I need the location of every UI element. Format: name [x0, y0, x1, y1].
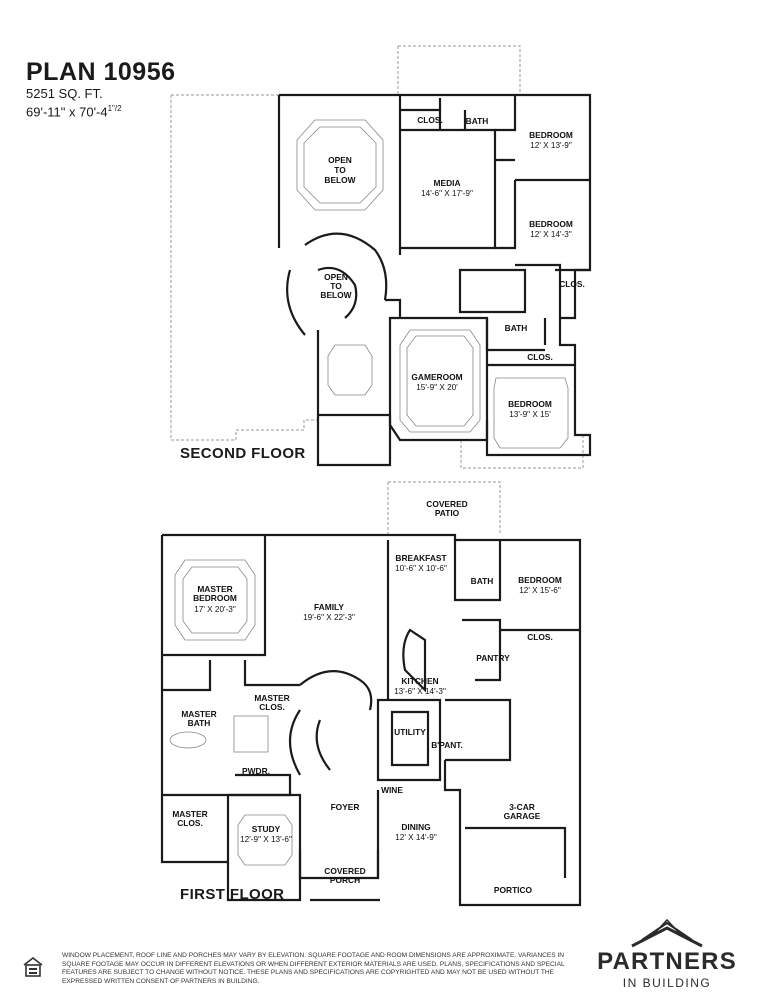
open-to-below-2-label-3: BELOW: [320, 290, 351, 300]
gameroom-label: GAMEROOM: [411, 372, 462, 382]
second-floor-walls: [277, 93, 592, 467]
first-floor-label: FIRST FLOOR: [180, 886, 285, 903]
master-bedroom-size: 17' X 20'-3": [194, 605, 236, 614]
plan-dimensions: 69'-11" x 70'-41"/2: [26, 104, 122, 119]
partners-in-building-logo: PARTNERS IN BUILDING: [592, 918, 742, 990]
second-floor-ceiling-details: [296, 119, 569, 449]
family-label: FAMILY: [314, 602, 344, 612]
second-floor-room-labels: OPEN TO BELOW MEDIA 14'-6" X 17'-9" CLOS…: [320, 115, 584, 419]
bedroom-4-size: 12' X 15'-6": [519, 586, 561, 595]
open-to-below-1-label-3: BELOW: [324, 175, 355, 185]
master-bath-label-2: BATH: [188, 718, 211, 728]
open-to-below-1-label: OPEN: [328, 155, 352, 165]
study-size: 12'-9" X 13'-6": [240, 835, 292, 844]
covered-porch-label-2: PORCH: [330, 875, 360, 885]
portico-label: PORTICO: [494, 885, 533, 895]
second-floor-label: SECOND FLOOR: [180, 445, 306, 462]
clos-3-label: CLOS.: [527, 352, 553, 362]
bedroom-4-label: BEDROOM: [518, 575, 562, 585]
garage-label-2: GARAGE: [504, 811, 541, 821]
bedroom-2-label: BEDROOM: [529, 219, 573, 229]
first-floor-walls: [160, 533, 582, 907]
bath-1-label: BATH: [466, 116, 489, 126]
master-clos-1-label-2: CLOS.: [259, 702, 285, 712]
pantry-label: PANTRY: [476, 653, 510, 663]
first-floor-roof-outline: [387, 481, 501, 535]
master-clos-1-label: MASTER: [254, 693, 289, 703]
bedroom-3-size: 13'-9" X 15': [509, 410, 551, 419]
garage-label: 3-CAR: [509, 802, 535, 812]
first-floor-room-labels: COVERED PATIO MASTER BEDROOM 17' X 20'-3…: [172, 499, 562, 895]
master-bedroom-label: MASTER: [197, 584, 232, 594]
media-label: MEDIA: [434, 178, 461, 188]
master-clos-2-label-2: CLOS.: [177, 818, 203, 828]
clos-1-label: CLOS.: [417, 115, 443, 125]
foyer-label: FOYER: [331, 802, 360, 812]
plan-title: PLAN 10956: [26, 58, 176, 86]
kitchen-label: KITCHEN: [401, 676, 438, 686]
breakfast-label: BREAKFAST: [395, 553, 447, 563]
bedroom-2-size: 12' X 14'-3": [530, 230, 572, 239]
open-to-below-2-label: OPEN: [324, 272, 348, 282]
dining-size: 12' X 14'-9": [395, 833, 437, 842]
plan-dimensions-fraction: 1"/2: [107, 104, 122, 113]
covered-patio-label: COVERED: [426, 499, 467, 509]
square-footage: 5251 SQ. FT.: [26, 86, 103, 101]
second-floor-roof-outline: [170, 45, 584, 469]
family-size: 19'-6" X 22'-3": [303, 613, 355, 622]
bedroom-1-label: BEDROOM: [529, 130, 573, 140]
plan-dimensions-main: 69'-11" x 70'-4: [26, 104, 108, 120]
master-bedroom-label-2: BEDROOM: [193, 593, 237, 603]
legal-disclaimer: WINDOW PLACEMENT, ROOF LINE AND PORCHES …: [62, 952, 565, 985]
kitchen-size: 13'-6" X 14'-3": [394, 687, 446, 696]
media-size: 14'-6" X 17'-9": [421, 189, 473, 198]
master-bath-label: MASTER: [181, 709, 216, 719]
brand-name: PARTNERS: [597, 948, 737, 975]
wine-label: WINE: [381, 785, 403, 795]
first-floor-ceiling-details: [169, 559, 293, 866]
study-label: STUDY: [252, 824, 281, 834]
open-to-below-2-label-2: TO: [330, 281, 342, 291]
bedroom-1-size: 12' X 13'-9": [530, 141, 572, 150]
brand-mark-icon: [631, 918, 703, 948]
breakfast-size: 10'-6" X 10'-6": [395, 564, 447, 573]
equal-housing-opportunity-icon: [23, 956, 43, 977]
bath-3-label: BATH: [471, 576, 494, 586]
utility-label: UTILITY: [394, 727, 426, 737]
clos-4-label: CLOS.: [527, 632, 553, 642]
bath-2-label: BATH: [505, 323, 528, 333]
powder-label: PWDR.: [242, 766, 270, 776]
bedroom-3-label: BEDROOM: [508, 399, 552, 409]
gameroom-size: 15'-9" X 20': [416, 383, 458, 392]
covered-patio-label-2: PATIO: [435, 508, 460, 518]
brand-tagline: IN BUILDING: [622, 976, 712, 990]
covered-porch-label: COVERED: [324, 866, 365, 876]
open-to-below-1-label-2: TO: [334, 165, 346, 175]
clos-2-label: CLOS.: [559, 279, 585, 289]
dining-label: DINING: [401, 822, 430, 832]
master-clos-2-label: MASTER: [172, 809, 207, 819]
butler-pantry-label: B'PANT.: [431, 740, 463, 750]
